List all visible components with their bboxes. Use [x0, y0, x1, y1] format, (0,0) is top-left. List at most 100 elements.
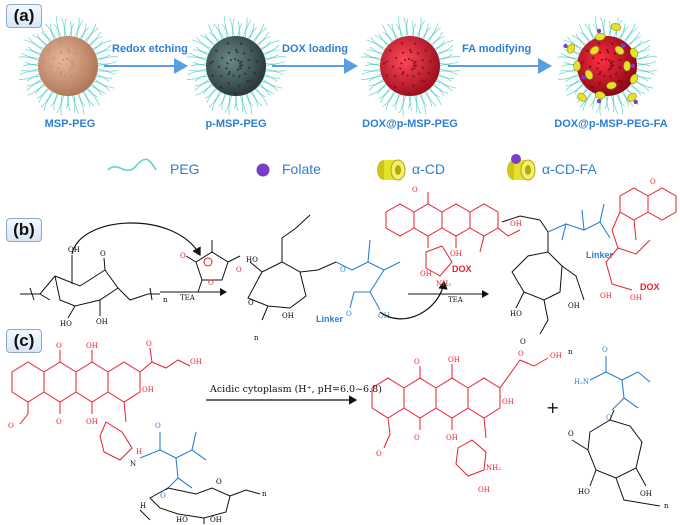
- panel-label-a: (a): [6, 4, 42, 28]
- cd-unit-c2: [571, 409, 661, 507]
- legend-alpha-cd-fa: α-CD-FA: [542, 161, 597, 177]
- reagent-tea-2: TEA: [448, 296, 464, 304]
- svg-text:O: O: [414, 358, 420, 366]
- dox-structure-b: [385, 192, 521, 277]
- cd-unit-b2: [247, 214, 337, 321]
- svg-text:OH: OH: [448, 356, 460, 364]
- svg-text:HO: HO: [246, 256, 258, 264]
- svg-text:n: n: [262, 490, 267, 498]
- svg-text:O: O: [8, 422, 14, 430]
- dox-structure-c2: [371, 357, 549, 477]
- svg-text:OH: OH: [210, 516, 222, 524]
- svg-text:OH: OH: [282, 312, 294, 320]
- svg-text:H: H: [140, 502, 146, 510]
- svg-text:OH: OH: [378, 312, 390, 320]
- dox-label-2: DOX: [640, 282, 660, 292]
- cd-unit-c1: [139, 487, 261, 524]
- svg-text:O: O: [155, 422, 161, 430]
- step-label-fa-modifying: FA modifying: [462, 43, 532, 55]
- plus-sign: +: [546, 398, 560, 417]
- folate-icon: [256, 163, 270, 177]
- svg-text:N: N: [130, 460, 136, 468]
- svg-text:NH₂: NH₂: [436, 280, 451, 288]
- np-label-p-msp-peg: p-MSP-PEG: [205, 118, 267, 130]
- svg-text:O: O: [650, 178, 656, 186]
- cd-unit-b1: [20, 255, 160, 319]
- svg-text:O: O: [414, 434, 420, 442]
- acidic-condition-label: Acidic cytoplasm (H⁺, pH=6.0~6.8): [210, 384, 382, 395]
- svg-text:NH₂: NH₂: [486, 464, 501, 472]
- linker-label-1: Linker: [316, 314, 344, 324]
- svg-text:OH: OH: [478, 486, 490, 494]
- svg-text:n: n: [568, 348, 573, 356]
- dox-structure-b2: [605, 187, 677, 291]
- step-label-redox-etching: Redox etching: [112, 43, 188, 55]
- linker-b3: [547, 203, 611, 241]
- np-label-dox-p-msp-peg: DOX@p-MSP-PEG: [362, 118, 458, 130]
- svg-text:O: O: [602, 346, 608, 354]
- dox-structure-c1: [11, 347, 191, 461]
- svg-text:O: O: [180, 252, 186, 260]
- svg-text:OH: OH: [86, 342, 98, 350]
- svg-text:O: O: [568, 430, 574, 438]
- svg-text:n: n: [163, 296, 168, 304]
- peg-fringes: [18, 16, 658, 116]
- svg-text:O: O: [56, 342, 62, 350]
- svg-text:O: O: [606, 414, 612, 422]
- svg-text:OH: OH: [68, 246, 80, 254]
- svg-text:O: O: [236, 266, 242, 274]
- svg-text:O: O: [56, 418, 62, 426]
- svg-text:O: O: [518, 350, 524, 358]
- svg-text:O: O: [160, 492, 166, 500]
- svg-text:OH: OH: [550, 352, 562, 360]
- linker-label-2: Linker: [586, 250, 614, 260]
- svg-text:HO: HO: [510, 310, 522, 318]
- svg-text:n: n: [664, 502, 669, 510]
- cd-decoration: [563, 23, 639, 105]
- cd-unit-b3: [501, 215, 585, 335]
- svg-text:OH: OH: [600, 292, 612, 300]
- legend-folate: Folate: [282, 161, 321, 177]
- panel-label-c: (c): [6, 329, 42, 353]
- svg-text:n: n: [254, 334, 259, 342]
- np-label-dox-p-msp-peg-fa: DOX@p-MSP-PEG-FA: [554, 118, 668, 130]
- p-msp-peg-core: [206, 36, 266, 96]
- svg-text:O: O: [346, 310, 352, 318]
- svg-text:OH: OH: [190, 358, 202, 366]
- dox-p-msp-peg-core: [380, 36, 440, 96]
- svg-text:HO: HO: [578, 488, 590, 496]
- svg-text:OH: OH: [502, 398, 514, 406]
- linker-b2: [335, 239, 401, 311]
- svg-text:O: O: [146, 340, 152, 348]
- alpha-cd-icon: [377, 159, 406, 181]
- panel-label-b: (b): [6, 218, 42, 242]
- svg-text:HO: HO: [60, 320, 72, 328]
- svg-text:OH: OH: [450, 250, 462, 258]
- linker-c1: [139, 431, 207, 491]
- svg-text:O: O: [248, 299, 254, 307]
- alpha-cd-fa-icon: [507, 154, 536, 181]
- np-label-msp-peg: MSP-PEG: [44, 118, 96, 130]
- reagent-tea-1: TEA: [180, 294, 196, 302]
- svg-text:OH: OH: [630, 294, 642, 302]
- svg-text:O: O: [216, 478, 222, 486]
- dox-label-1: DOX: [452, 264, 472, 274]
- svg-text:H: H: [136, 448, 142, 456]
- svg-text:OH: OH: [640, 490, 652, 498]
- svg-text:O: O: [208, 279, 214, 287]
- svg-text:OH: OH: [96, 318, 108, 326]
- svg-text:OH: OH: [86, 418, 98, 426]
- svg-text:O: O: [340, 266, 346, 274]
- linker-c2: [589, 356, 651, 411]
- svg-text:OH: OH: [568, 302, 580, 310]
- svg-text:OH: OH: [446, 434, 458, 442]
- svg-text:H₂N: H₂N: [574, 378, 589, 386]
- svg-text:OH: OH: [420, 270, 432, 278]
- svg-text:HO: HO: [176, 516, 188, 524]
- svg-text:O: O: [520, 338, 526, 346]
- msp-peg-core: [38, 36, 98, 96]
- svg-text:O: O: [100, 250, 106, 258]
- anhydride: [185, 240, 241, 293]
- svg-text:O: O: [412, 186, 418, 194]
